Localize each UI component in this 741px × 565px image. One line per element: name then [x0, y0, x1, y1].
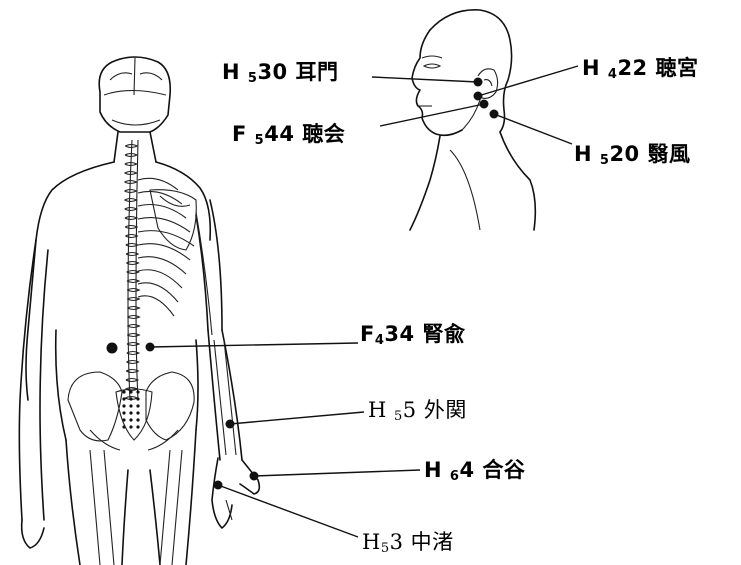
label-code-num: 22: [617, 56, 647, 80]
vertebra: [127, 307, 139, 310]
label-code-sub: 5: [248, 71, 258, 86]
point-kidney-shu-right: [146, 343, 155, 352]
label-listening-palace: H 422 聴宮: [582, 58, 698, 81]
point-ear-gate: [474, 78, 483, 87]
point-wind-screen: [490, 110, 499, 119]
label-middle-islet: H53 中渚: [362, 532, 454, 555]
vertebra: [127, 316, 139, 319]
sacral-foramen: [136, 425, 139, 428]
sacral-foramen: [122, 397, 125, 400]
sacral-foramen: [122, 411, 125, 414]
sacral-foramen: [122, 404, 125, 407]
eye: [424, 64, 440, 68]
label-code-letter: H: [574, 142, 592, 166]
vertebra: [127, 289, 139, 292]
label-code-letter: F: [360, 322, 375, 346]
rib: [138, 218, 190, 232]
sacral-foramen: [136, 418, 139, 421]
label-name: 中渚: [411, 530, 454, 554]
point-outer-pass: [226, 420, 235, 429]
vertebra: [127, 325, 139, 328]
label-name: 外関: [424, 398, 467, 422]
label-wind-screen: H 520 翳風: [574, 144, 690, 167]
label-code-sub: 4: [375, 333, 385, 348]
label-code-num: 4: [459, 458, 474, 482]
sacral-foramen: [122, 390, 125, 393]
label-code-num: 3: [390, 530, 404, 554]
label-kidney-shu: F434 腎兪: [360, 324, 465, 347]
vertebra: [125, 199, 137, 202]
vertebra: [127, 280, 139, 283]
sacral-foramen: [136, 390, 139, 393]
rib: [138, 244, 190, 260]
pelvis: [68, 372, 194, 450]
sacral-foramen: [129, 418, 132, 421]
point-listening-palace: [474, 92, 483, 101]
sacral-foramen: [129, 404, 132, 407]
sacral-foramen: [136, 404, 139, 407]
label-name: 腎兪: [422, 322, 465, 346]
rib: [138, 270, 182, 288]
vertebra: [125, 208, 137, 211]
sacral-foramen: [129, 390, 132, 393]
rib: [138, 178, 178, 190]
label-code-letter: H: [424, 458, 442, 482]
point-joining-valley: [250, 472, 259, 481]
label-code-num: 30: [257, 60, 287, 84]
label-ear-gate: H 530 耳門: [222, 62, 338, 85]
sacral-foramen: [136, 397, 139, 400]
sacral-foramen: [136, 411, 139, 414]
point-kidney-shu-left: [107, 343, 118, 354]
label-name: 聴宮: [655, 56, 698, 80]
label-code-num: 34: [384, 322, 414, 346]
sacral-foramen: [129, 397, 132, 400]
label-code-sub: 5: [381, 541, 390, 556]
label-code-sub: 6: [450, 469, 460, 484]
label-code-letter: H: [222, 60, 240, 84]
label-code-sub: 5: [255, 133, 265, 148]
label-code-sub: 5: [394, 409, 403, 424]
label-code-num: 5: [403, 398, 417, 422]
vertebra: [127, 334, 139, 337]
label-code-sub: 5: [600, 153, 610, 168]
vertebra: [126, 379, 138, 382]
vertebra: [127, 343, 139, 346]
point-middle-islet: [214, 481, 223, 490]
label-name: 耳門: [295, 60, 338, 84]
label-code-letter: H: [362, 530, 381, 554]
label-listening-assembly: F 544 聴会: [232, 124, 345, 147]
label-name: 聴会: [302, 122, 345, 146]
sacral-foramen: [129, 411, 132, 414]
label-code-letter: F: [232, 122, 247, 146]
label-joining-valley: H 64 合谷: [424, 460, 525, 483]
vertebra: [127, 298, 139, 301]
scapula: [150, 190, 196, 250]
sacral-foramen: [129, 425, 132, 428]
label-code-letter: H: [582, 56, 600, 80]
rib: [138, 191, 182, 204]
label-code-letter: H: [368, 398, 387, 422]
label-outer-pass: H 55 外関: [368, 400, 467, 423]
point-listening-assembly: [480, 100, 489, 109]
label-code-sub: 4: [608, 67, 618, 82]
rib: [138, 296, 174, 316]
label-name: 翳風: [647, 142, 690, 166]
label-name: 合谷: [482, 458, 525, 482]
label-code-num: 20: [609, 142, 639, 166]
head-profile: [410, 10, 535, 230]
rib: [138, 257, 186, 274]
vertebra: [125, 190, 137, 193]
vertebra: [125, 226, 137, 229]
ribcage: [138, 178, 194, 316]
rib: [138, 283, 178, 302]
vertebra: [125, 217, 137, 220]
vertebra: [125, 235, 137, 238]
label-code-num: 44: [264, 122, 294, 146]
back-view-figure: [19, 57, 259, 565]
